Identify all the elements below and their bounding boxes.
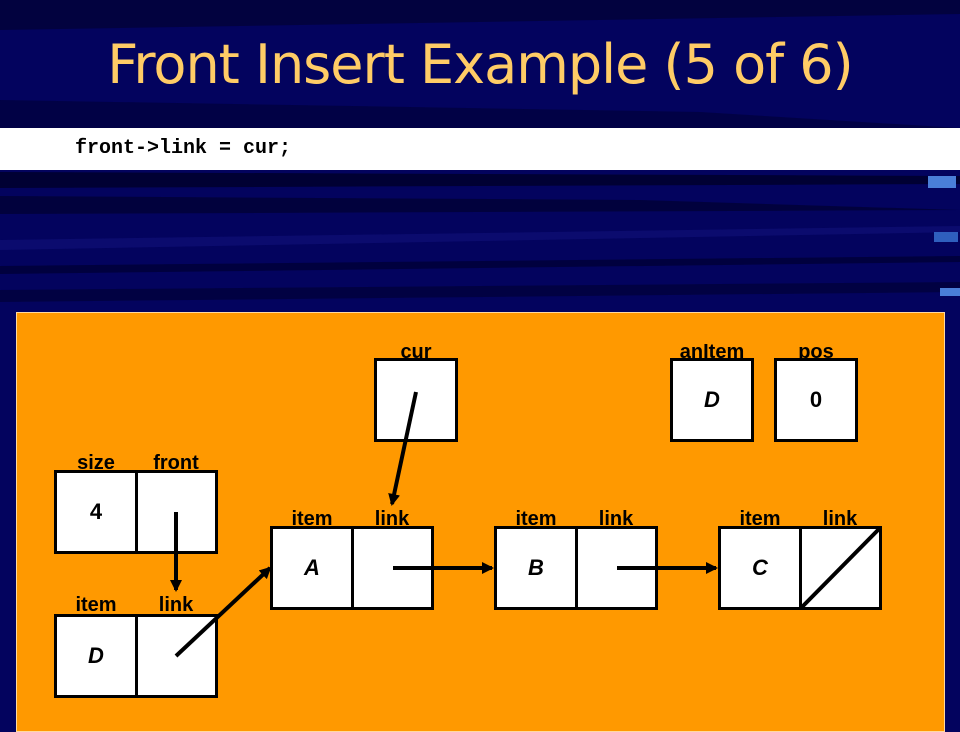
node-a-link-box: [351, 526, 434, 610]
node-b-link-box: [575, 526, 658, 610]
node-b-item-label: item: [515, 508, 557, 530]
front-label: front: [153, 452, 199, 474]
code-bar: front->link = cur;: [0, 128, 960, 170]
slide-title: Front Insert Example (5 of 6): [107, 33, 853, 96]
cur-box: [374, 358, 458, 442]
code-statement: front->link = cur;: [75, 137, 292, 160]
node-c-link-label: link: [822, 508, 858, 530]
node-a-link-label: link: [374, 508, 410, 530]
node-a-item-label: item: [291, 508, 333, 530]
node-new-item-label: item: [75, 594, 117, 616]
node-new-item-box: D: [54, 614, 138, 698]
node-new-link-box: [135, 614, 218, 698]
size-label: size: [77, 452, 115, 474]
node-c-item-label: item: [739, 508, 781, 530]
node-b-link-label: link: [598, 508, 634, 530]
anitem-box: D: [670, 358, 754, 442]
front-box: [135, 470, 218, 554]
cur-label: cur: [400, 341, 432, 363]
node-b-item-box: B: [494, 526, 578, 610]
node-c-item-box: C: [718, 526, 802, 610]
node-a-item-box: A: [270, 526, 354, 610]
node-c-link-box: [799, 526, 882, 610]
size-box: 4: [54, 470, 138, 554]
pos-box: 0: [774, 358, 858, 442]
pos-label: pos: [798, 341, 834, 363]
anitem-label: anItem: [679, 341, 745, 363]
